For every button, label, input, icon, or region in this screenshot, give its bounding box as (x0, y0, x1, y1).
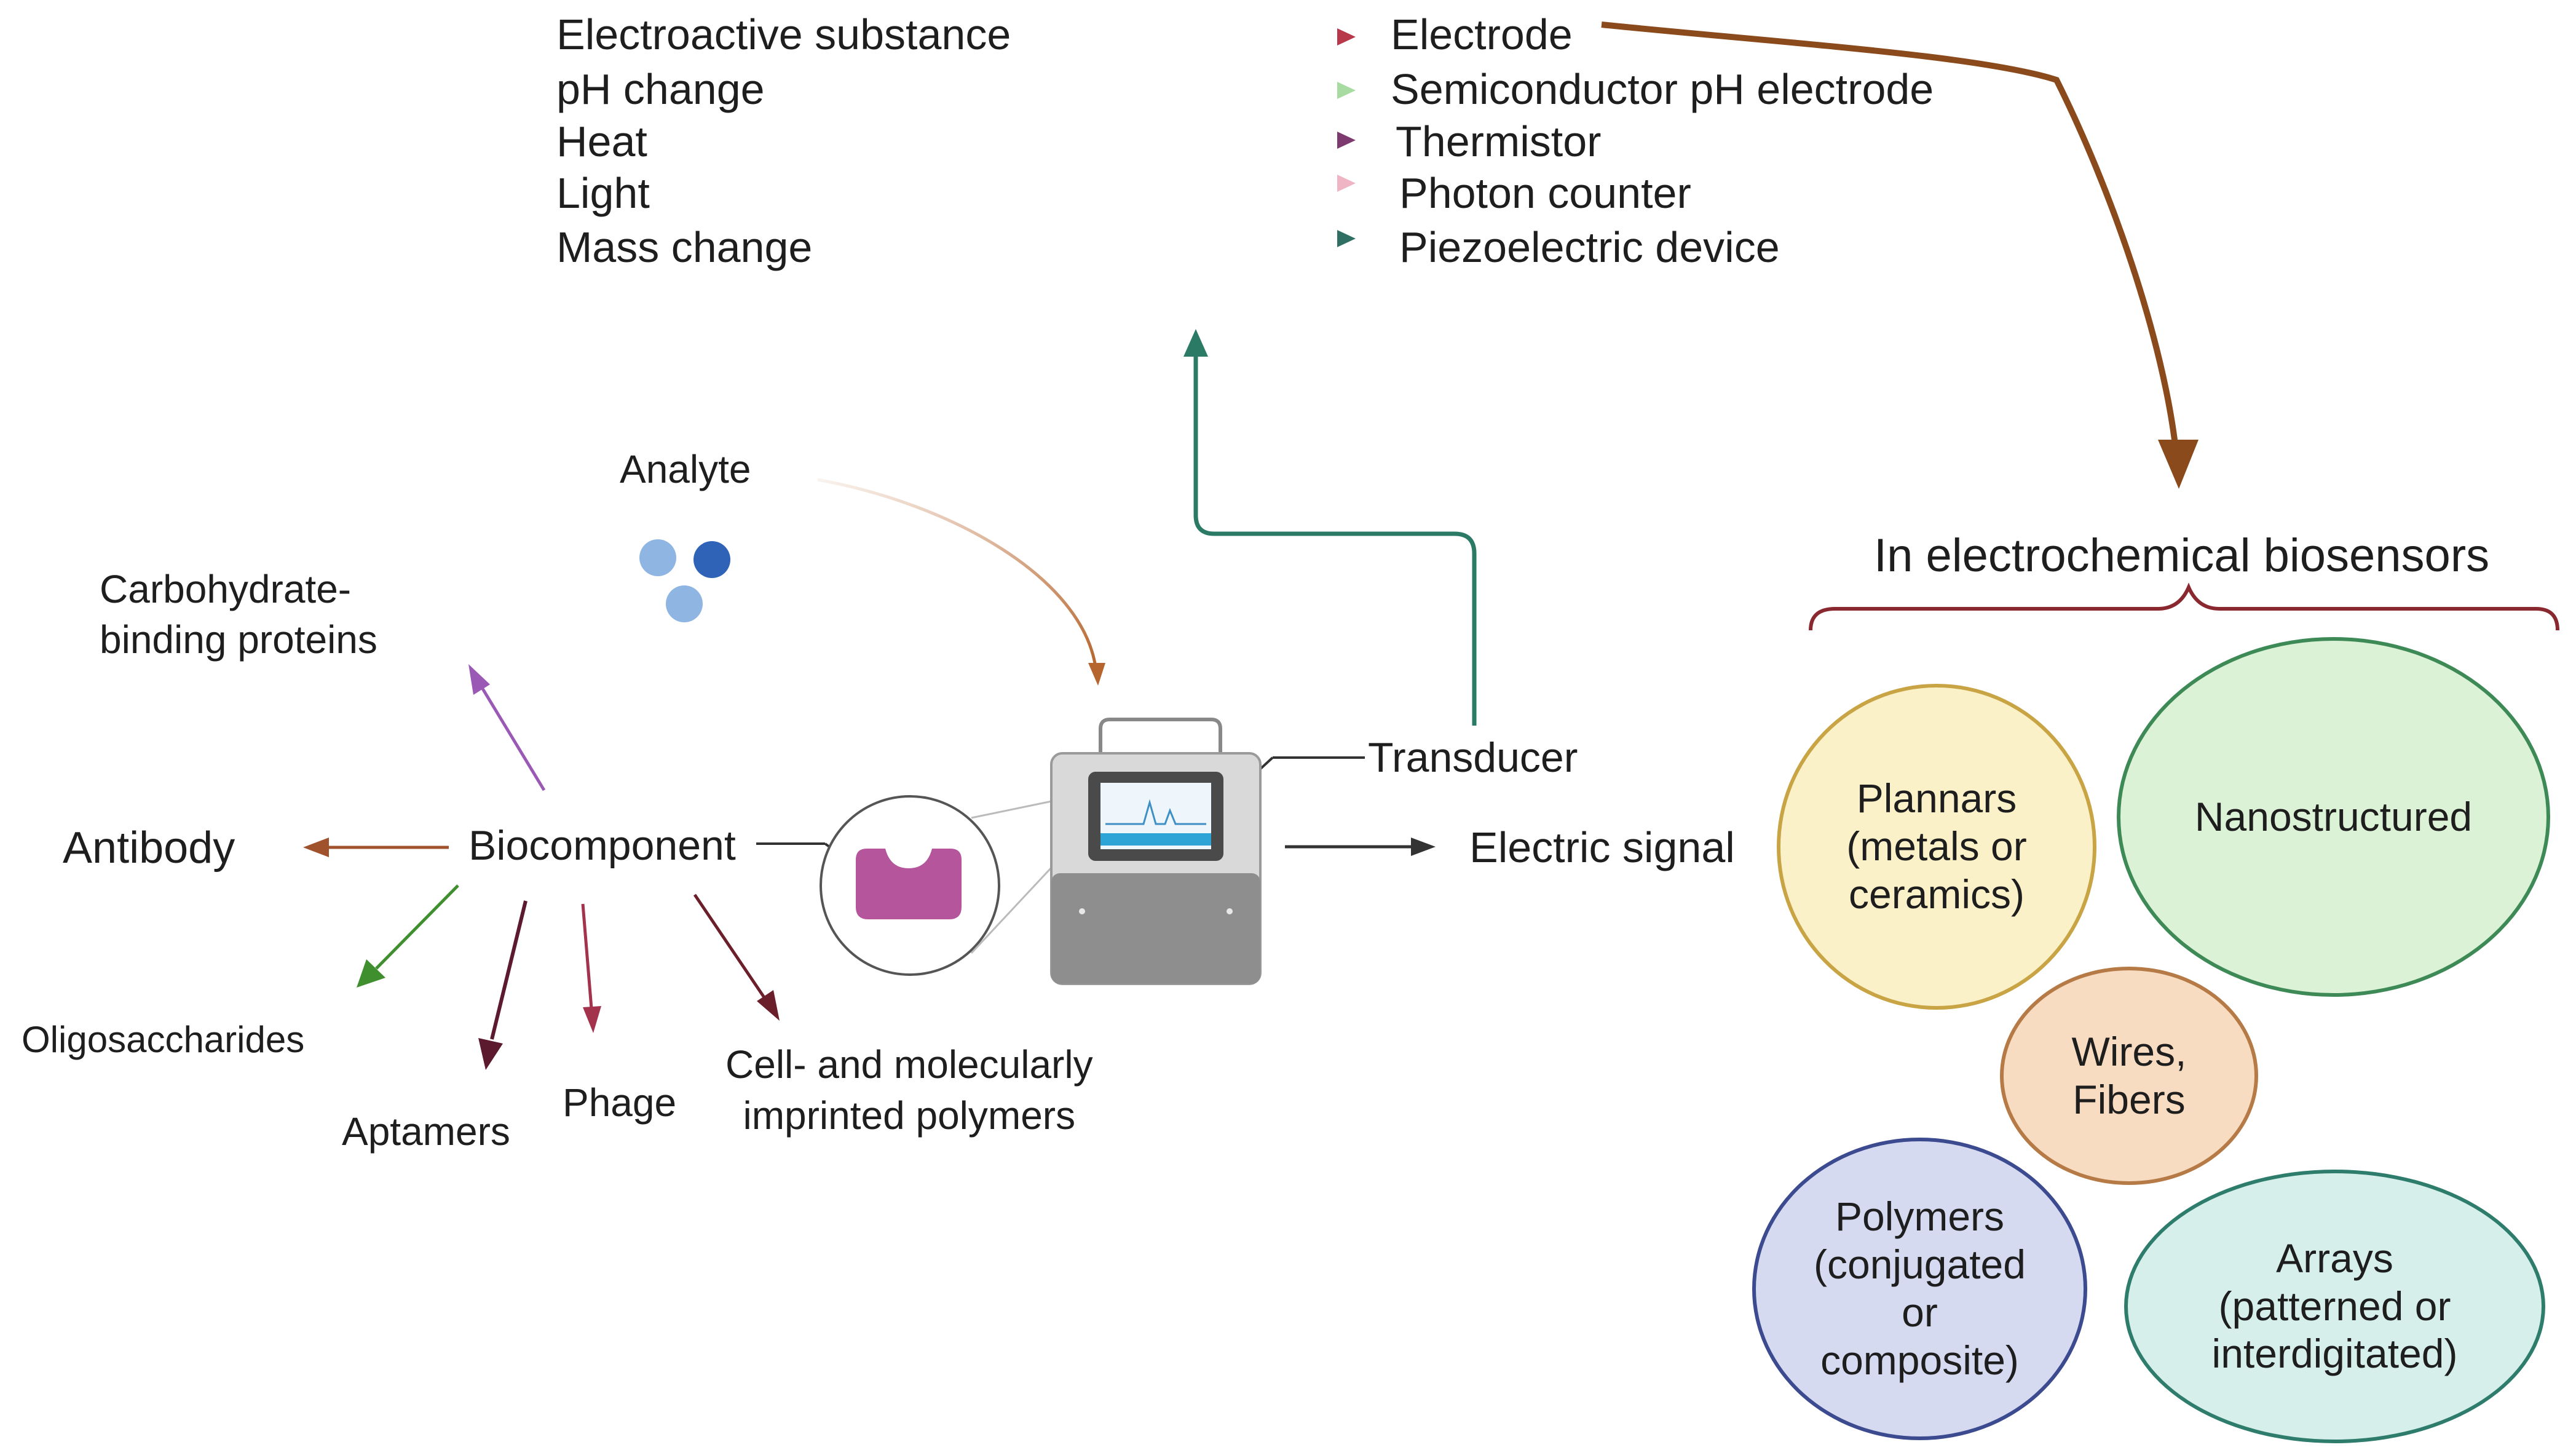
electrode-arrowhead (2158, 440, 2199, 489)
receptor-icon (856, 849, 962, 919)
bio-arrow-imprinted (693, 893, 767, 1000)
biocomponent-label: Biocomponent (468, 822, 736, 869)
bio-arrowhead-aptamers (478, 1038, 503, 1070)
transducer-label-ph-electrode: Semiconductor pH electrode (1391, 65, 1934, 113)
category-plannars: Plannars (metals or ceramics) (1777, 684, 2096, 1010)
signal-arrowhead-electrode (1337, 28, 1356, 46)
zoom-connector-top (971, 798, 1061, 819)
category-plannars-label: Plannars (metals or ceramics) (1846, 775, 2027, 917)
transducer-label-electrode: Electrode (1391, 10, 1573, 58)
category-arrays: Arrays (patterned or interdigitated) (2124, 1170, 2545, 1443)
signal-arrowhead-heat (1337, 132, 1356, 149)
bio-label-carbohydrate: Carbohydrate- binding proteins (100, 567, 377, 662)
electrode-to-electrochemical-arrow (1601, 22, 2179, 456)
bio-arrow-phage (581, 903, 593, 1009)
signal-label-light: Light (556, 169, 650, 217)
electric-signal-arrowhead (1411, 838, 1436, 856)
analyte-dot-1 (639, 539, 676, 576)
bio-label-phage: Phage (563, 1080, 677, 1125)
analyte-arrowhead (1088, 663, 1105, 686)
signal-label-heat: Heat (556, 117, 647, 165)
signal-label-ph: pH change (556, 65, 765, 113)
electric-signal-label: Electric signal (1469, 823, 1735, 871)
category-arrays-label: Arrays (patterned or interdigitated) (2211, 1235, 2458, 1377)
bio-arrowhead-oligosaccharides (357, 959, 385, 988)
category-polymers-label: Polymers (conjugated or composite) (1814, 1194, 2026, 1383)
bio-arrow-carbohydrate (479, 684, 546, 791)
transducer-label-thermistor: Thermistor (1396, 117, 1602, 165)
transducer-label: Transducer (1368, 734, 1578, 781)
analyte-dot-2 (693, 541, 730, 578)
signal-arrowhead-ph (1337, 82, 1356, 99)
bio-arrowhead-carbohydrate (468, 664, 490, 695)
bio-label-imprinted-polymers: Cell- and molecularly imprinted polymers (725, 1042, 1093, 1138)
bio-arrowhead-phage (583, 1006, 601, 1033)
signal-label-mass: Mass change (556, 223, 813, 271)
category-polymers: Polymers (conjugated or composite) (1752, 1138, 2087, 1440)
category-nanostructured-label: Nanostructured (2194, 793, 2473, 839)
transducer-label-piezoelectric: Piezoelectric device (1399, 223, 1780, 271)
transducer-label-photon-counter: Photon counter (1399, 169, 1691, 217)
transducer-path-arrowhead (1183, 329, 1208, 357)
bio-label-aptamers: Aptamers (342, 1109, 510, 1154)
bio-arrowhead-antibody (303, 838, 329, 857)
signal-arrowhead-light (1337, 175, 1356, 192)
bio-label-antibody: Antibody (63, 823, 235, 873)
signal-arrowhead-mass (1337, 230, 1356, 247)
category-wires-fibers-label: Wires, Fibers (2071, 1028, 2187, 1122)
category-nanostructured: Nanostructured (2117, 637, 2550, 997)
electrochemical-title: In electrochemical biosensors (1874, 529, 2490, 582)
transducer-device-icon (1050, 718, 1262, 985)
analyte-label: Analyte (620, 447, 751, 491)
transducer-to-signals-path (1193, 357, 1477, 726)
electrochemical-brace (1809, 582, 2559, 631)
bio-arrowhead-imprinted (757, 990, 780, 1021)
analyte-dot-3 (666, 585, 703, 622)
zoom-connector-bottom (970, 857, 1062, 954)
bio-arrow-oligosaccharides (375, 884, 459, 970)
category-wires-fibers: Wires, Fibers (2000, 967, 2258, 1185)
bio-arrow-aptamers (490, 900, 527, 1040)
bio-label-oligosaccharides: Oligosaccharides (22, 1019, 305, 1060)
analyte-arrow (817, 478, 1097, 668)
signal-label-electroactive: Electroactive substance (556, 10, 1011, 58)
